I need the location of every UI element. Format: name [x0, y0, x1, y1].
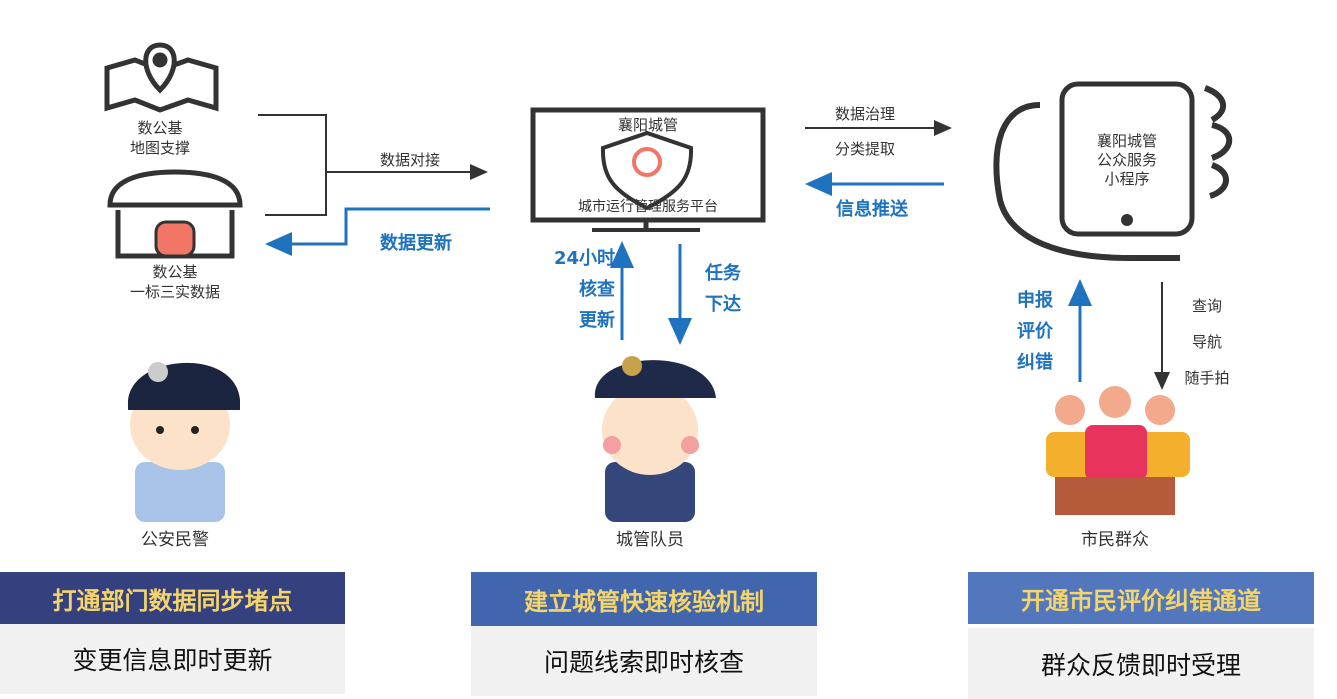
- map-pin-icon: [104, 42, 219, 113]
- panel-2-title: 建立城管快速核验机制: [471, 572, 817, 626]
- house-label-2: 一标三实数据: [129, 283, 220, 301]
- task-label-1: 任务: [705, 263, 741, 284]
- citizens-label: 市民群众: [1081, 530, 1149, 550]
- report-label-2: 评价: [1017, 321, 1053, 342]
- arrow-sync-label: 数据对接: [379, 151, 440, 169]
- police-label: 公安民警: [141, 530, 209, 550]
- push-label: 信息推送: [836, 199, 908, 220]
- house-label-1: 数公基: [152, 263, 198, 281]
- panel-3-title: 开通市民评价纠错通道: [968, 572, 1314, 624]
- data-update-arrow: [265, 207, 490, 256]
- phone-text-2: 公众服务: [1096, 151, 1157, 169]
- report-label-3: 纠错: [1017, 352, 1053, 373]
- house-icon: [107, 169, 243, 259]
- panel-2-body: 问题线索即时核查: [471, 626, 817, 696]
- navigate-label: 导航: [1191, 333, 1222, 351]
- verify-label-3: 更新: [579, 310, 615, 331]
- monitor-subtitle: 城市运行管理服务平台: [578, 199, 718, 215]
- query-label: 查询: [1191, 297, 1222, 315]
- panel-3-body: 群众反馈即时受理: [968, 628, 1314, 699]
- snapshot-label: 随手拍: [1184, 369, 1230, 387]
- officer-label: 城管队员: [616, 530, 684, 550]
- citizens-icon: [1046, 386, 1190, 515]
- arrow-update-label: 数据更新: [380, 233, 452, 254]
- panel-1-body: 变更信息即时更新: [0, 624, 345, 694]
- governance-label: 数据治理: [834, 105, 895, 123]
- map-label-2: 地图支撑: [129, 139, 190, 157]
- city-officer-avatar: [594, 356, 716, 522]
- map-label-1: 数公基: [137, 119, 183, 137]
- classify-label: 分类提取: [834, 140, 895, 158]
- monitor-title: 襄阳城管: [617, 116, 678, 134]
- police-officer-avatar: [127, 362, 240, 522]
- merge-bracket: [258, 114, 488, 216]
- phone-text-1: 襄阳城管: [1096, 132, 1157, 150]
- verify-label-2: 核查: [579, 279, 615, 300]
- monitor-icon: [530, 107, 766, 232]
- panel-1-title: 打通部门数据同步堵点: [0, 572, 345, 624]
- verify-label-1: 24小时: [553, 248, 615, 269]
- task-label-2: 下达: [705, 294, 741, 315]
- phone-hand-icon: [993, 81, 1233, 261]
- report-label-1: 申报: [1017, 290, 1053, 311]
- phone-text-3: 小程序: [1104, 170, 1150, 188]
